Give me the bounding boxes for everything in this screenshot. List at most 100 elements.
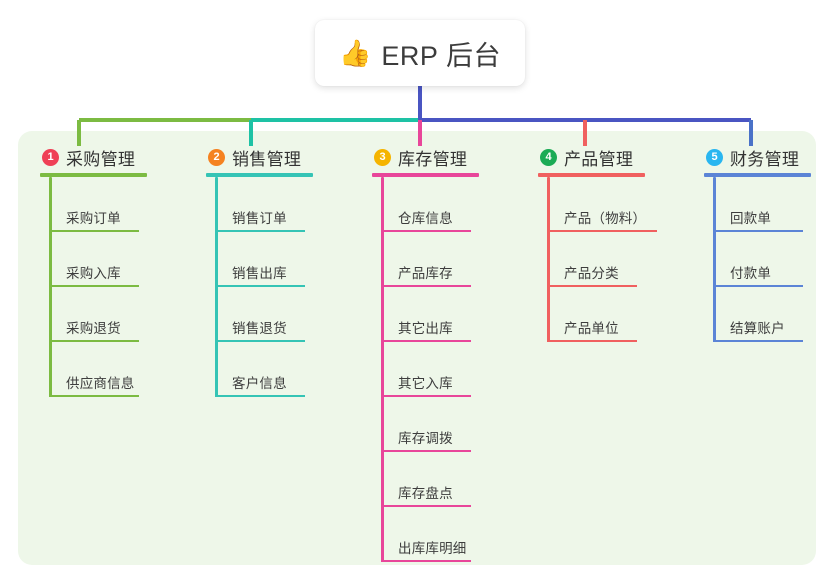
child-item[interactable]: 结算账户 — [713, 287, 811, 342]
child-item[interactable]: 销售订单 — [215, 177, 313, 232]
child-rule — [547, 340, 637, 342]
branch-badge-purchase: 1 — [42, 148, 59, 166]
child-item[interactable]: 采购订单 — [49, 177, 147, 232]
child-item[interactable]: 出库库明细 — [381, 507, 479, 562]
child-label: 采购订单 — [66, 211, 121, 226]
root-node[interactable]: 👍 ERP 后台 — [315, 20, 525, 86]
child-rule — [215, 395, 305, 397]
child-label: 其它出库 — [398, 321, 453, 336]
child-label: 产品分类 — [564, 266, 619, 281]
branch-spine-product — [547, 177, 550, 342]
child-rule — [713, 230, 803, 232]
child-item[interactable]: 仓库信息 — [381, 177, 479, 232]
branch-spine-sales — [215, 177, 218, 397]
child-rule — [381, 340, 471, 342]
child-label: 产品库存 — [398, 266, 453, 281]
child-label: 付款单 — [730, 266, 772, 281]
child-rule — [381, 230, 471, 232]
branch-children-sales: 销售订单销售出库销售退货客户信息 — [215, 177, 313, 397]
root-title: ERP 后台 — [381, 40, 501, 71]
child-item[interactable]: 产品（物料） — [547, 177, 657, 232]
child-label: 产品单位 — [564, 321, 619, 336]
child-label: 供应商信息 — [66, 376, 135, 391]
branch-rule-purchase — [40, 173, 147, 177]
child-label: 销售订单 — [232, 211, 287, 226]
child-label: 库存调拨 — [398, 431, 453, 446]
child-rule — [713, 340, 803, 342]
child-item[interactable]: 采购入库 — [49, 232, 147, 287]
child-label: 出库库明细 — [398, 541, 467, 556]
branch-badge-product: 4 — [540, 148, 557, 166]
child-label: 回款单 — [730, 211, 772, 226]
child-item[interactable]: 采购退货 — [49, 287, 147, 342]
branch-sales: 2 销售管理销售订单销售出库销售退货客户信息 — [206, 146, 313, 397]
branch-rule-inventory — [372, 173, 479, 177]
branch-spine-inventory — [381, 177, 384, 562]
child-label: 结算账户 — [730, 321, 785, 336]
child-item[interactable]: 产品分类 — [547, 232, 646, 287]
child-rule — [547, 230, 657, 232]
child-rule — [381, 285, 471, 287]
branch-children-product: 产品（物料） 产品分类产品单位 — [547, 177, 657, 342]
branch-title-sales: 销售管理 — [232, 149, 302, 169]
branch-children-inventory: 仓库信息产品库存其它出库其它入库库存调拨库存盘点出库库明细 — [381, 177, 479, 562]
branch-spine-finance — [713, 177, 716, 342]
child-rule — [215, 230, 305, 232]
child-rule — [49, 340, 139, 342]
branch-spine-purchase — [49, 177, 52, 397]
child-rule — [713, 285, 803, 287]
child-label: 销售退货 — [232, 321, 287, 336]
branch-purchase: 1 采购管理采购订单采购入库采购退货供应商信息 — [40, 146, 147, 397]
branch-header-finance[interactable]: 5 财务管理 — [704, 146, 811, 169]
child-label: 采购入库 — [66, 266, 121, 281]
child-label: 客户信息 — [232, 376, 287, 391]
child-item[interactable]: 供应商信息 — [49, 342, 147, 397]
child-label: 销售出库 — [232, 266, 287, 281]
child-label: 采购退货 — [66, 321, 121, 336]
branch-header-inventory[interactable]: 3 库存管理 — [372, 146, 479, 169]
branch-rule-product — [538, 173, 645, 177]
child-item[interactable]: 库存调拨 — [381, 397, 479, 452]
branch-finance: 5 财务管理回款单付款单结算账户 — [704, 146, 811, 342]
child-rule — [49, 230, 139, 232]
branch-title-purchase: 采购管理 — [66, 149, 136, 169]
child-label: 其它入库 — [398, 376, 453, 391]
child-item[interactable]: 付款单 — [713, 232, 811, 287]
child-rule — [49, 395, 139, 397]
branch-badge-finance: 5 — [706, 148, 723, 166]
child-rule — [381, 450, 471, 452]
branch-children-finance: 回款单付款单结算账户 — [713, 177, 811, 342]
branch-inventory: 3 库存管理仓库信息产品库存其它出库其它入库库存调拨库存盘点出库库明细 — [372, 146, 479, 562]
branch-badge-sales: 2 — [208, 148, 225, 166]
child-rule — [49, 285, 139, 287]
branch-header-purchase[interactable]: 1 采购管理 — [40, 146, 147, 169]
diagram-panel — [18, 131, 816, 565]
branch-children-purchase: 采购订单采购入库采购退货供应商信息 — [49, 177, 147, 397]
child-item[interactable]: 其它入库 — [381, 342, 479, 397]
child-item[interactable]: 产品单位 — [547, 287, 646, 342]
child-rule — [215, 285, 305, 287]
branch-title-finance: 财务管理 — [730, 149, 800, 169]
child-rule — [547, 285, 637, 287]
child-rule — [381, 560, 471, 562]
child-item[interactable]: 产品库存 — [381, 232, 479, 287]
branch-badge-inventory: 3 — [374, 148, 391, 166]
branch-rule-finance — [704, 173, 811, 177]
child-item[interactable]: 回款单 — [713, 177, 811, 232]
branch-title-inventory: 库存管理 — [398, 149, 468, 169]
branch-header-sales[interactable]: 2 销售管理 — [206, 146, 313, 169]
child-item[interactable]: 其它出库 — [381, 287, 479, 342]
child-rule — [215, 340, 305, 342]
child-item[interactable]: 销售退货 — [215, 287, 313, 342]
child-item[interactable]: 库存盘点 — [381, 452, 479, 507]
child-label: 产品（物料） — [564, 211, 647, 226]
child-rule — [381, 395, 471, 397]
thumbs-up-icon: 👍 — [339, 38, 372, 68]
child-label: 仓库信息 — [398, 211, 453, 226]
child-rule — [381, 505, 471, 507]
child-label: 库存盘点 — [398, 486, 453, 501]
child-item[interactable]: 客户信息 — [215, 342, 313, 397]
child-item[interactable]: 销售出库 — [215, 232, 313, 287]
